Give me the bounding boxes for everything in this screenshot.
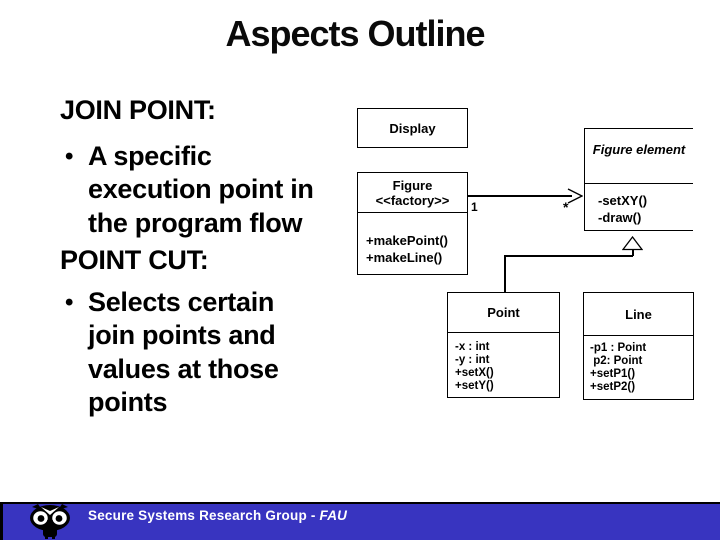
class-name: Line <box>625 306 652 322</box>
heading-point-cut: POINT CUT: <box>60 245 209 275</box>
member: -p1 : Point <box>590 342 647 354</box>
class-header: Line <box>584 293 693 336</box>
class-operations: -setXY() -draw() <box>585 184 693 226</box>
member: +setX() <box>455 367 494 379</box>
bullet-line: join points and <box>88 320 276 350</box>
association-line <box>468 195 572 197</box>
member: -y : int <box>455 354 490 366</box>
bullet-icon: • <box>65 288 74 316</box>
member: -x : int <box>455 341 490 353</box>
generalization-vertical-line <box>504 255 506 292</box>
class-members: -x : int -y : int +setX() +setY() <box>448 333 559 393</box>
footer-bar <box>0 502 720 540</box>
multiplicity-target: * <box>563 199 569 215</box>
bullet-line: execution point in <box>88 174 314 204</box>
class-operations: +makePoint() +makeLine() <box>358 213 467 266</box>
class-stereotype: <<factory>> <box>375 192 450 208</box>
operation: +makeLine() <box>366 250 443 265</box>
uml-class-point: Point -x : int -y : int +setX() +setY() <box>447 292 560 398</box>
footer-group-name: Secure Systems Research Group - <box>88 508 320 523</box>
bullet-line: Selects certain <box>88 286 275 317</box>
footer-text: Secure Systems Research Group - FAU <box>88 508 347 523</box>
owl-logo-icon <box>30 504 70 539</box>
bullet-point-cut: • Selects certain join points and values… <box>60 286 360 420</box>
footer-org-name: FAU <box>319 508 348 523</box>
bullet-icon: • <box>65 142 74 170</box>
class-members: -p1 : Point p2: Point +setP1() +setP2() <box>584 336 693 394</box>
bullet-line: points <box>88 387 168 417</box>
open-arrowhead-icon <box>567 188 583 204</box>
class-name: Display <box>389 120 436 136</box>
uml-class-line: Line -p1 : Point p2: Point +setP1() +set… <box>583 292 694 400</box>
class-header: Figure <<factory>> <box>358 173 467 213</box>
operation: -draw() <box>598 210 642 225</box>
class-header: Figure element <box>585 129 693 184</box>
multiplicity-source: 1 <box>471 200 478 214</box>
member: p2: Point <box>590 355 643 367</box>
bullet-line: the program flow <box>88 207 303 238</box>
uml-class-figure: Figure <<factory>> +makePoint() +makeLin… <box>357 172 468 275</box>
class-name: Point <box>487 305 520 320</box>
member: +setP2() <box>590 381 636 393</box>
bullet-line: values at those <box>88 353 279 384</box>
uml-class-display: Display <box>357 108 468 148</box>
class-name: Figure <box>392 177 433 193</box>
uml-class-figure-element: Figure element -setXY() -draw() <box>584 128 693 231</box>
operation: -setXY() <box>598 193 648 208</box>
body-text-block: JOIN POINT: • A specific execution point… <box>60 94 360 424</box>
operation: +makePoint() <box>366 233 448 248</box>
member: +setY() <box>455 380 494 392</box>
page-title: Aspects Outline <box>225 13 485 54</box>
class-header: Point <box>448 293 559 333</box>
class-name: Figure element <box>592 142 686 157</box>
generalization-horizontal-line <box>504 255 633 257</box>
member: +setP1() <box>590 368 636 380</box>
bullet-line: A specific <box>88 140 212 171</box>
generalization-stub <box>632 249 634 256</box>
bullet-join-point: • A specific execution point in the prog… <box>60 140 360 241</box>
heading-join-point: JOIN POINT: <box>60 95 216 125</box>
